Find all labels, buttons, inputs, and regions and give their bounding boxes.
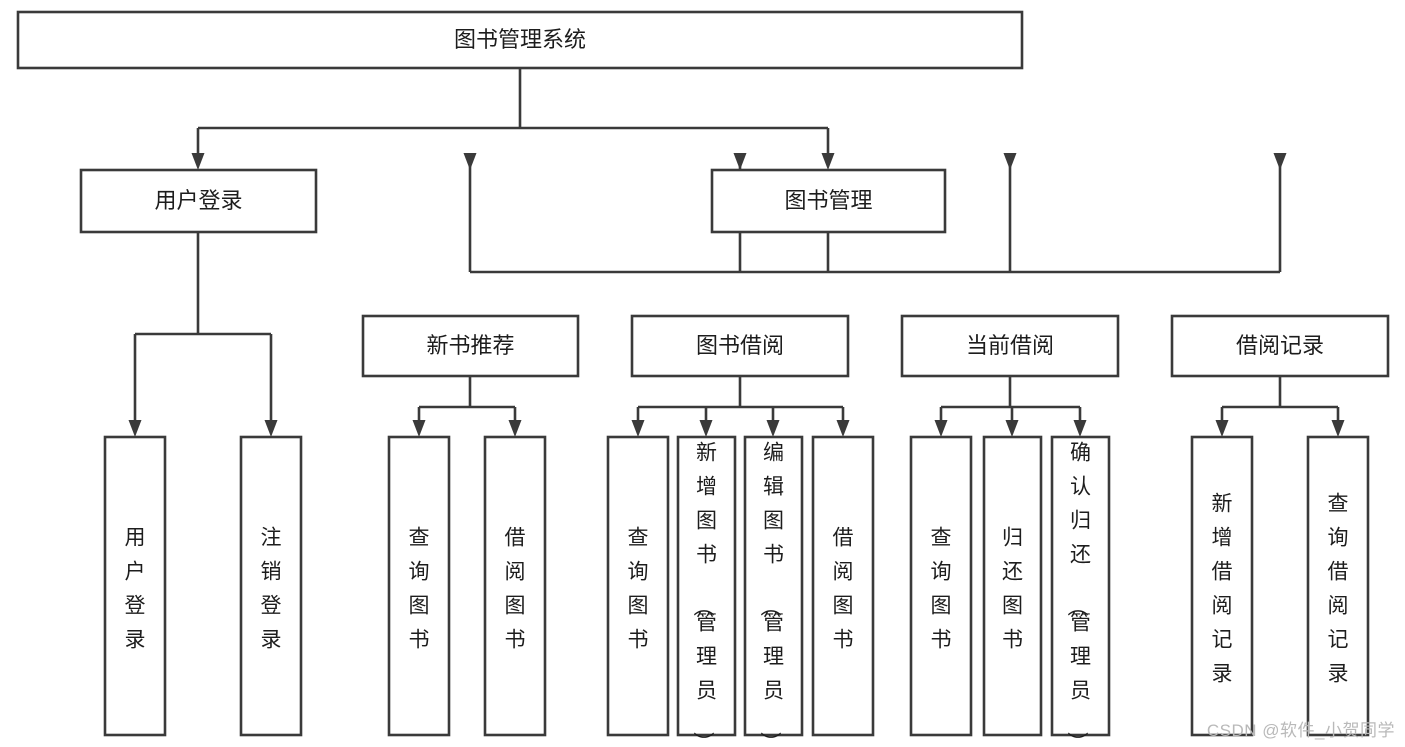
node-leaf-return-book[interactable]: 归还图书 (982, 435, 1043, 737)
node-box (676, 435, 737, 737)
node-label: 查询借阅记录 (1328, 493, 1349, 686)
node-label: 查询图书 (628, 527, 649, 652)
node-box (387, 435, 451, 737)
node-label: 新书推荐 (426, 333, 514, 358)
node-borrow-records[interactable]: 借阅记录 (1170, 314, 1390, 378)
arrow-head-icon (412, 420, 426, 437)
conn-recommend-to-leaves (412, 376, 522, 437)
node-leaf-query-book-recommend[interactable]: 查询图书 (387, 435, 451, 737)
node-current-borrow[interactable]: 当前借阅 (900, 314, 1120, 378)
arrow-head-icon (934, 420, 948, 437)
arrow-head-icon (508, 420, 522, 437)
csdn-watermark: CSDN @软件_小贺同学 (1206, 721, 1395, 740)
arrow-head-icon (1005, 420, 1019, 437)
node-box (361, 314, 580, 378)
node-box (909, 435, 973, 737)
node-box (239, 435, 303, 737)
node-box (1190, 435, 1254, 737)
conn-current-to-leaves (934, 376, 1087, 437)
node-label: 用户登录 (154, 188, 242, 213)
node-leaf-edit-book-admin[interactable]: 编辑图书（管理员） (743, 435, 804, 747)
arrow-head-icon (821, 153, 835, 170)
node-user-login[interactable]: 用户登录 (79, 168, 318, 234)
node-label: 注销登录 (261, 527, 282, 652)
node-leaf-user-login[interactable]: 用户登录 (103, 435, 167, 737)
node-leaf-query-book-current[interactable]: 查询图书 (909, 435, 973, 737)
node-root[interactable]: 图书管理系统 (16, 10, 1024, 70)
arrow-head-icon (1003, 153, 1017, 170)
arrow-head-icon (836, 420, 850, 437)
node-label: 查询图书 (409, 527, 430, 652)
node-leaf-borrow-book[interactable]: 借阅图书 (811, 435, 875, 737)
node-label: 借阅图书 (833, 527, 854, 652)
node-label: 借阅记录 (1236, 333, 1324, 358)
arrow-head-icon (463, 153, 477, 170)
arrow-head-icon (699, 420, 713, 437)
arrow-head-icon (264, 420, 278, 437)
node-label: 用户登录 (125, 527, 146, 652)
node-book-borrow[interactable]: 图书借阅 (630, 314, 850, 378)
node-book-management[interactable]: 图书管理 (710, 168, 947, 234)
node-leaf-borrow-book-recommend[interactable]: 借阅图书 (483, 435, 547, 737)
node-box (811, 435, 875, 737)
node-box (1170, 314, 1390, 378)
node-box (900, 314, 1120, 378)
node-label: 确认归还（管理员） (1065, 442, 1091, 747)
arrow-head-icon (733, 153, 747, 170)
node-leaf-query-book-borrow[interactable]: 查询图书 (606, 435, 670, 737)
node-leaf-query-borrow-record[interactable]: 查询借阅记录 (1306, 435, 1370, 737)
node-label: 编辑图书（管理员） (758, 442, 784, 747)
node-label: 图书管理 (784, 188, 872, 213)
node-box (1306, 435, 1370, 737)
arrow-head-icon (1073, 420, 1087, 437)
node-leaf-confirm-return-admin[interactable]: 确认归还（管理员） (1050, 435, 1111, 747)
node-box (1050, 435, 1111, 737)
node-box (103, 435, 167, 737)
conn-borrow-to-leaves (631, 376, 850, 437)
node-label: 图书管理系统 (454, 27, 586, 52)
connector-layer (128, 68, 1345, 437)
node-label: 当前借阅 (966, 333, 1054, 358)
node-box (630, 314, 850, 378)
arrow-head-icon (1215, 420, 1229, 437)
node-label: 归还图书 (1002, 527, 1023, 652)
node-box (743, 435, 804, 737)
node-leaf-logout[interactable]: 注销登录 (239, 435, 303, 737)
arrow-head-icon (1331, 420, 1345, 437)
arrow-head-icon (128, 420, 142, 437)
node-box (982, 435, 1043, 737)
arrow-head-icon (766, 420, 780, 437)
node-leaf-add-borrow-record[interactable]: 新增借阅记录 (1190, 435, 1254, 737)
node-new-book-recommend[interactable]: 新书推荐 (361, 314, 580, 378)
node-label: 新增借阅记录 (1212, 493, 1233, 686)
conn-book-management-to-l2 (463, 153, 1287, 274)
arrow-head-icon (1273, 153, 1287, 170)
node-box (483, 435, 547, 737)
conn-user-login-to-leaves (128, 232, 278, 437)
node-box (79, 168, 318, 234)
node-label: 借阅图书 (505, 527, 526, 652)
node-label: 新增图书（管理员） (691, 442, 717, 747)
arrow-head-icon (191, 153, 205, 170)
node-box (606, 435, 670, 737)
node-layer: 图书管理系统用户登录图书管理新书推荐图书借阅当前借阅借阅记录用户登录注销登录查询… (16, 10, 1390, 747)
node-box (710, 168, 947, 234)
node-box (16, 10, 1024, 70)
node-leaf-add-book-admin[interactable]: 新增图书（管理员） (676, 435, 737, 747)
node-label: 查询图书 (931, 527, 952, 652)
node-label: 图书借阅 (696, 333, 784, 358)
conn-records-to-leaves (1215, 376, 1345, 437)
arrow-head-icon (631, 420, 645, 437)
conn-root-to-l1 (191, 68, 835, 170)
